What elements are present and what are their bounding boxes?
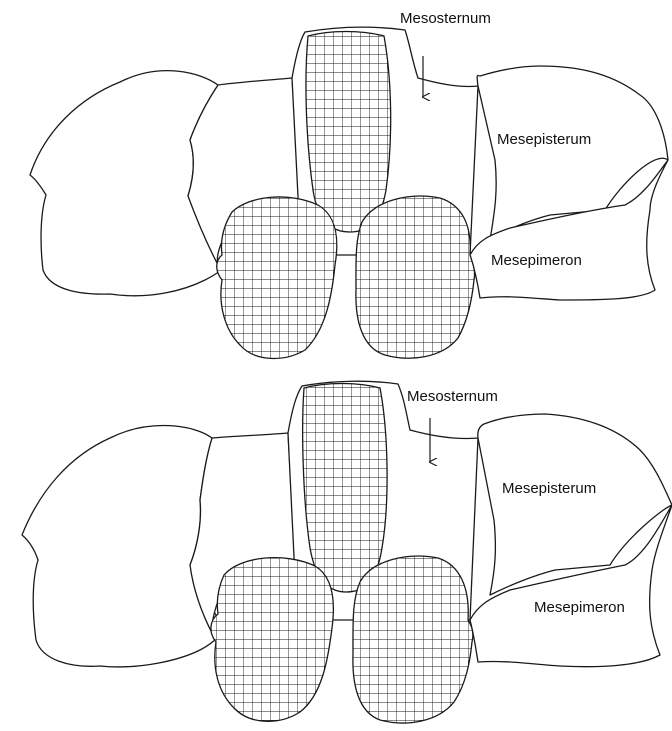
top-mesepisternum-label: Mesepisterum <box>497 131 591 148</box>
bottom-left-lateral-lobe <box>22 425 225 666</box>
bottom-mesosternum-hatched-column <box>303 384 387 593</box>
top-right-hatched-lobe <box>356 196 475 358</box>
bottom-mesepimeron-label: Mesepimeron <box>534 599 625 616</box>
top-mesepimeron-label: Mesepimeron <box>491 252 582 269</box>
bottom-mesepisternum-label: Mesepisterum <box>502 480 596 497</box>
top-thorax-diagram: Mesosternum Mesepisterum Mesepimeron <box>30 10 668 358</box>
top-mesosternum-label: Mesosternum <box>400 10 491 27</box>
bottom-right-hatched-lobe <box>353 556 473 723</box>
bottom-thorax-diagram: Mesosternum Mesepisterum Mesepimeron <box>22 381 672 723</box>
bottom-mesosternum-label: Mesosternum <box>407 388 498 405</box>
bottom-left-hatched-lobe <box>211 558 334 722</box>
top-left-hatched-lobe <box>217 197 337 359</box>
top-mesosternum-hatched-column <box>306 32 391 233</box>
